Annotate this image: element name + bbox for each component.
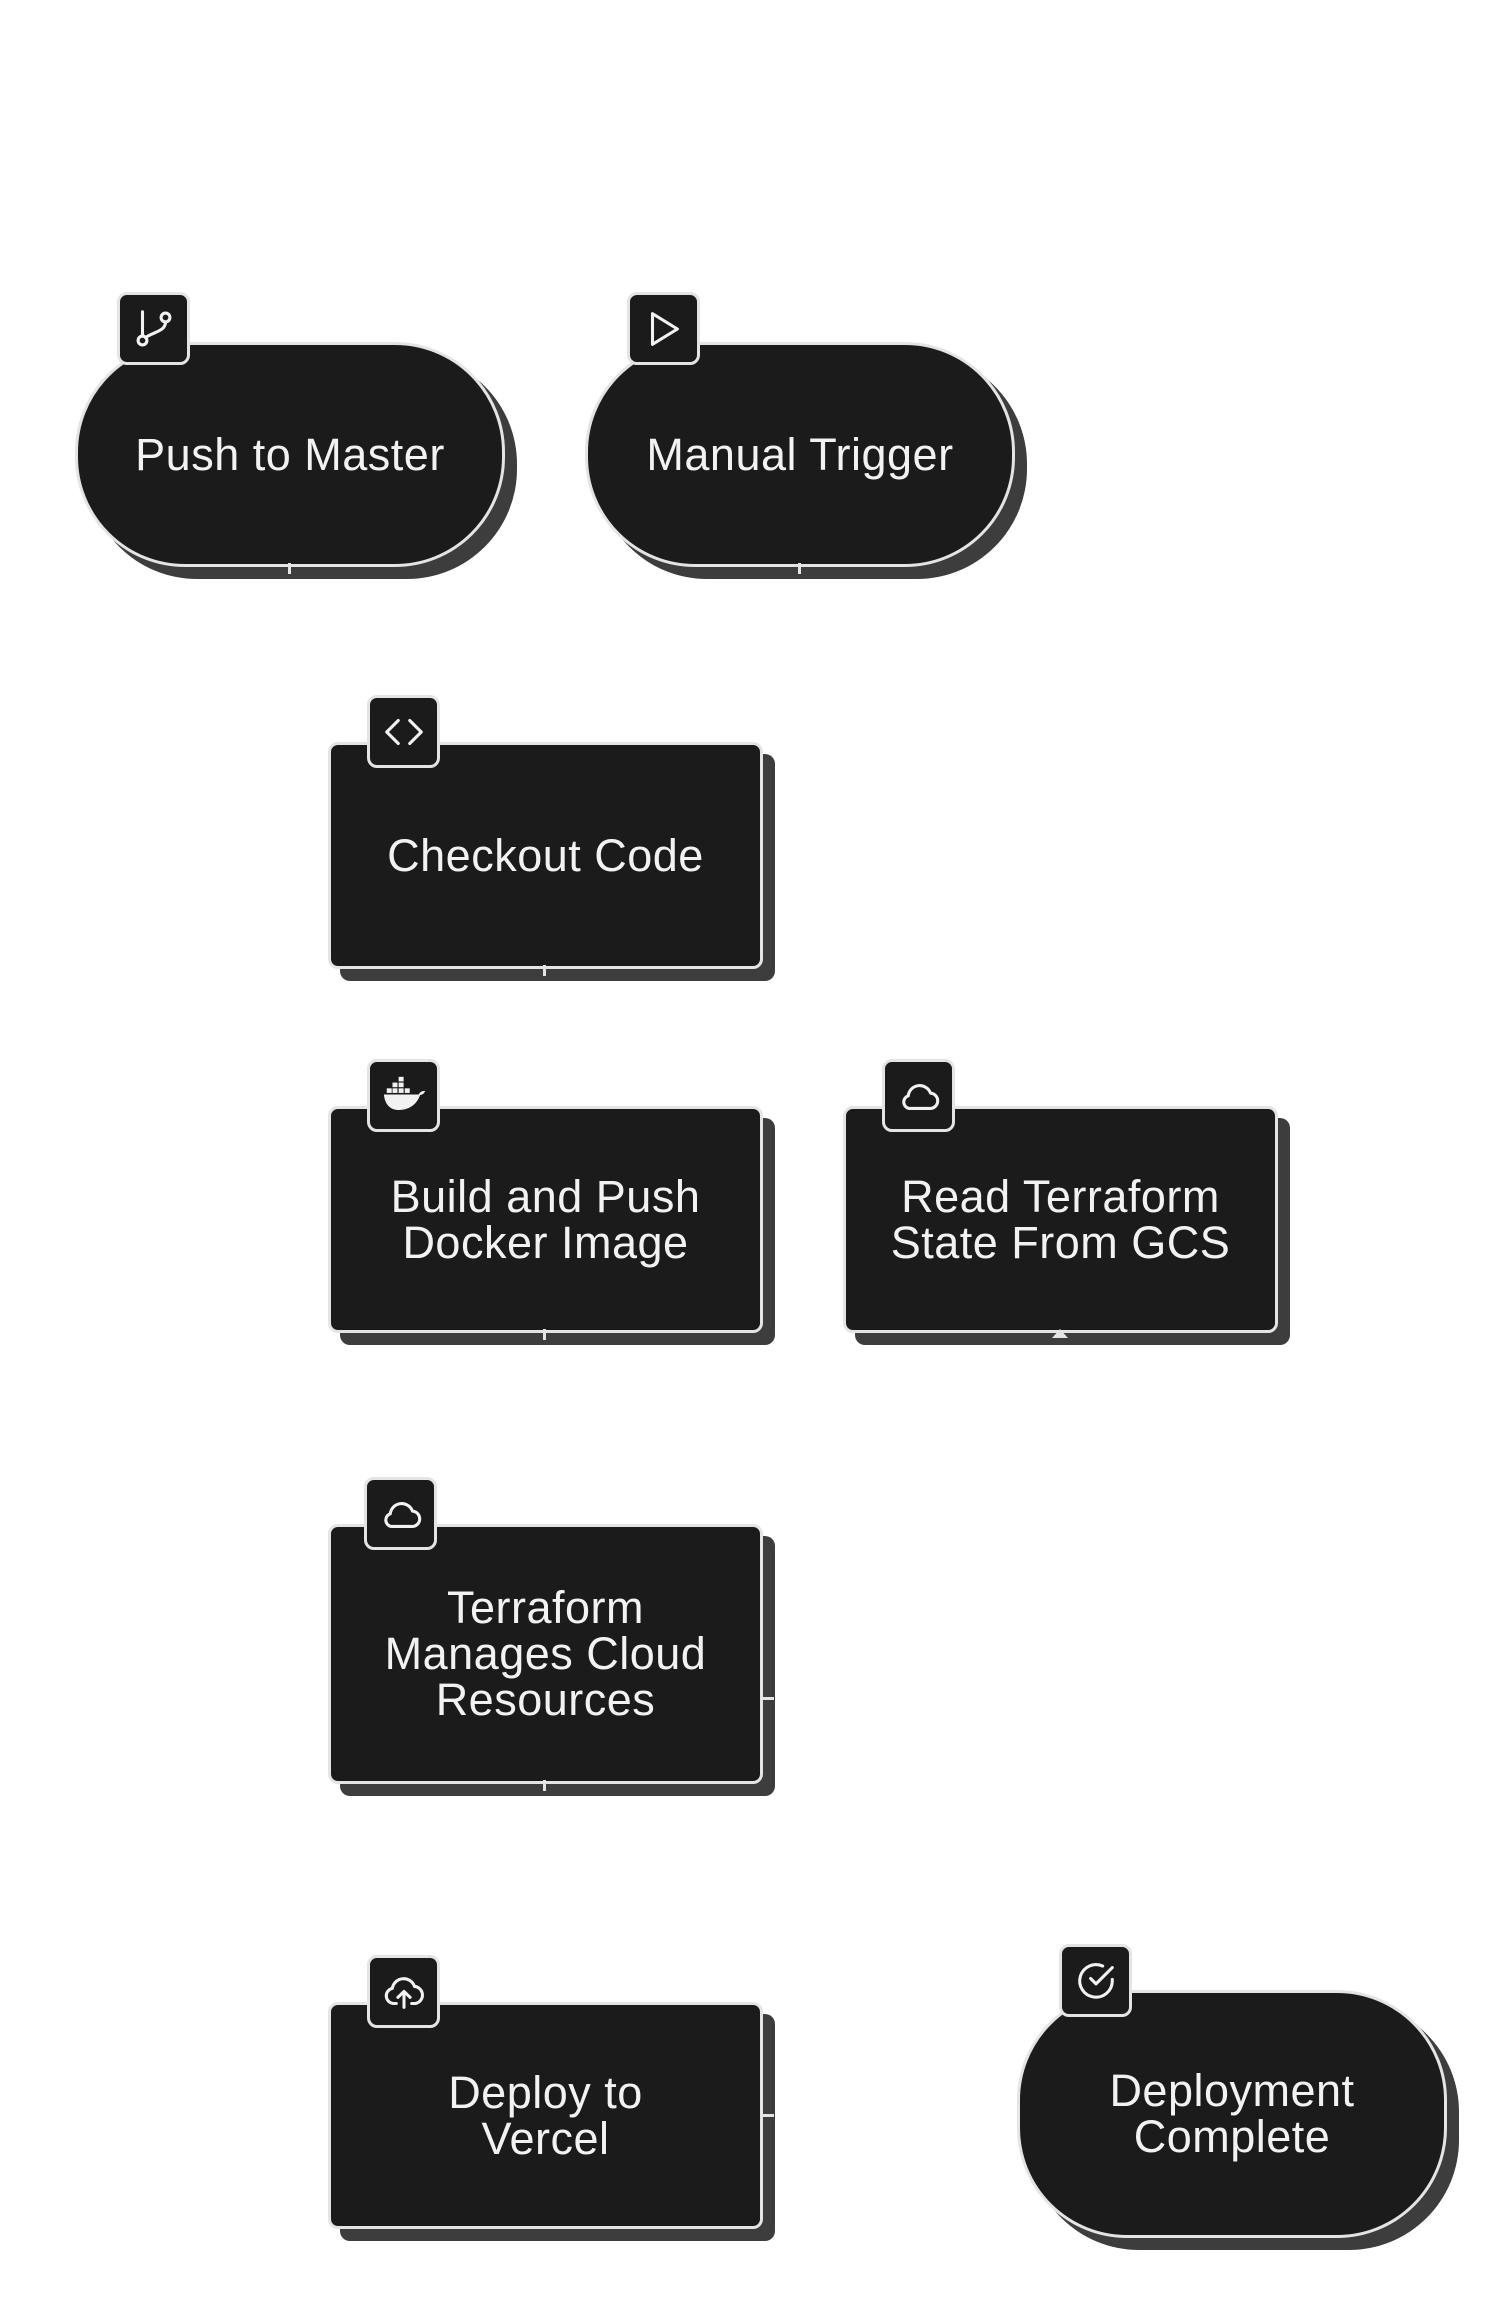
git-branch-icon [117, 292, 190, 365]
node-manual-trigger[interactable]: Manual Trigger [585, 342, 1015, 567]
play-icon [627, 292, 700, 365]
node-label: Terraform Manages Cloud Resources [384, 1582, 707, 1725]
cloud-icon [882, 1059, 955, 1132]
node-checkout-code[interactable]: Checkout Code [328, 742, 763, 969]
connector-tick [543, 1780, 546, 1791]
arrow-head [1052, 1329, 1068, 1338]
connector-tick [543, 1329, 546, 1340]
node-label: Read Terraform State From GCS [890, 1170, 1231, 1268]
connector-tick [288, 563, 291, 574]
node-push-to-master[interactable]: Push to Master [75, 342, 505, 567]
node-label: Checkout Code [387, 829, 704, 881]
docker-icon [367, 1059, 440, 1132]
connector-tick [543, 965, 546, 976]
node-label: Build and Push Docker Image [390, 1170, 701, 1268]
connector-tick [763, 2114, 774, 2117]
cloud-upload-icon [367, 1955, 440, 2028]
connector-tick [798, 563, 801, 574]
node-terraform-manages[interactable]: Terraform Manages Cloud Resources [328, 1524, 763, 1784]
cloud-icon [364, 1477, 437, 1550]
check-circle-icon [1059, 1944, 1132, 2017]
code-icon [367, 695, 440, 768]
node-build-push-docker[interactable]: Build and Push Docker Image [328, 1106, 763, 1333]
node-deployment-complete[interactable]: Deployment Complete [1017, 1990, 1447, 2238]
node-label: Deploy to Vercel [448, 2066, 643, 2164]
node-label: Manual Trigger [646, 428, 954, 480]
node-deploy-vercel[interactable]: Deploy to Vercel [328, 2002, 763, 2229]
node-read-terraform-state[interactable]: Read Terraform State From GCS [843, 1106, 1278, 1333]
connector-tick [763, 1697, 774, 1700]
node-label: Deployment Complete [1109, 2065, 1355, 2162]
node-label: Push to Master [135, 428, 445, 480]
